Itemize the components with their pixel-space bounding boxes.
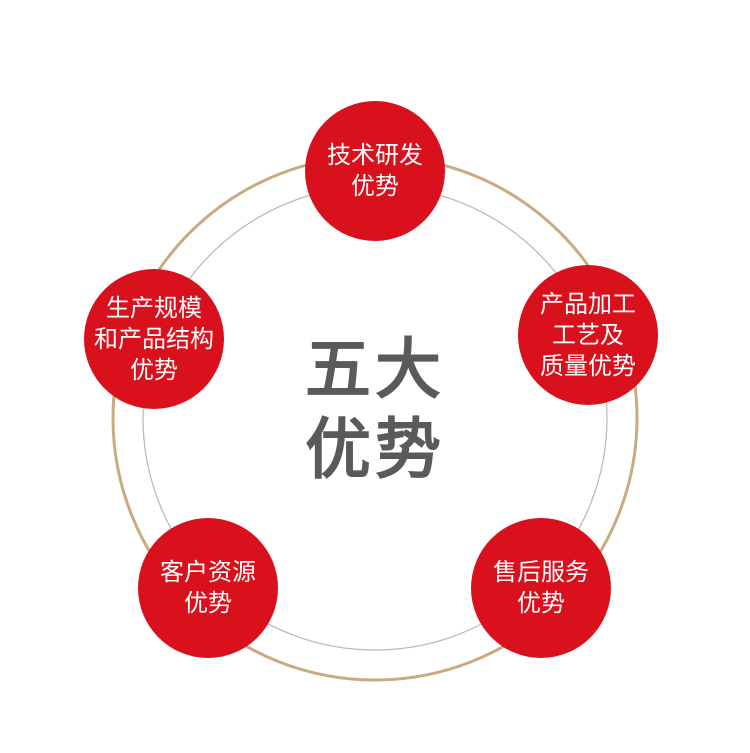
- center-title-line-2: 优势: [305, 411, 445, 488]
- node-label: 优势: [351, 172, 399, 200]
- center-title: 五大 优势: [225, 330, 525, 490]
- advantage-node-tech-rd: 技术研发 优势: [305, 101, 445, 241]
- advantage-node-production-scale: 生产规模 和产品结构 优势: [84, 269, 224, 409]
- advantage-node-processing-quality: 产品加工 工艺及 质量优势: [518, 265, 658, 405]
- advantage-node-after-sales: 售后服务 优势: [471, 518, 611, 658]
- node-label: 技术研发: [327, 141, 423, 169]
- advantage-node-customer-resources: 客户资源 优势: [138, 518, 278, 658]
- node-label: 客户资源: [160, 558, 256, 586]
- node-label: 优势: [184, 589, 232, 617]
- node-label: 质量优势: [540, 351, 636, 380]
- node-label: 产品加工: [540, 289, 636, 318]
- node-label: 生产规模: [106, 293, 202, 322]
- node-label: 和产品结构: [94, 324, 214, 353]
- node-label: 优势: [517, 589, 565, 617]
- center-title-line-1: 五大: [305, 331, 445, 408]
- node-label: 售后服务: [493, 558, 589, 586]
- node-label: 工艺及: [552, 320, 624, 349]
- node-label: 优势: [130, 355, 178, 384]
